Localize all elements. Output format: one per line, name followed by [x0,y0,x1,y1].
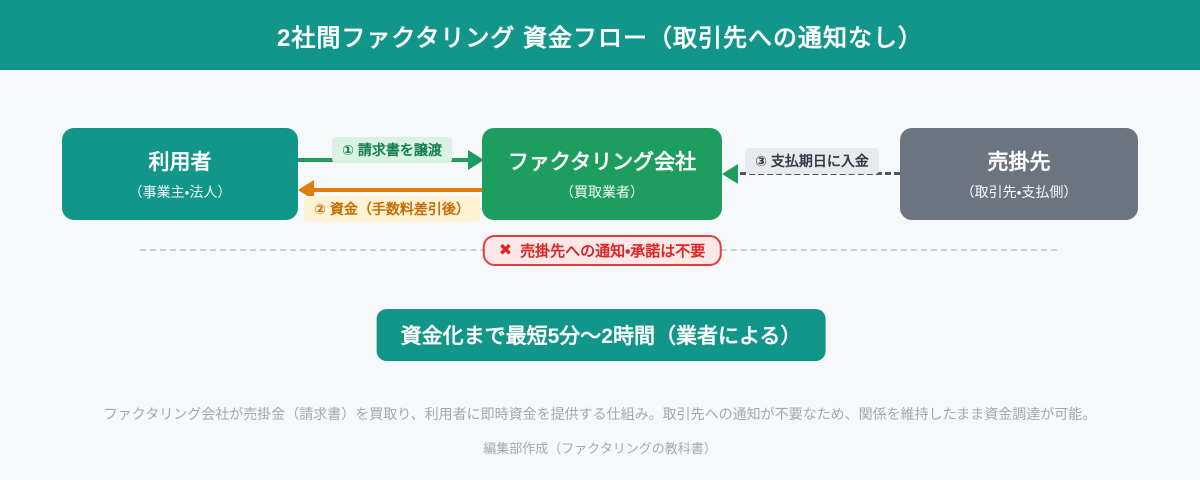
notice-text: 売掛先への通知・承諾は不要 [520,243,706,260]
box-debtor: 売掛先 （取引先・支払側） [900,128,1138,220]
box-user: 利用者 （事業主・法人） [62,128,298,220]
box-debtor-subtitle: （取引先・支払側） [960,184,1078,200]
notice-badge: ✖ 売掛先への通知・承諾は不要 [482,235,722,266]
box-factoring-title: ファクタリング会社 [507,151,697,174]
flow3-arrowhead-left-icon [722,164,738,184]
flow2-arrowhead-left-icon [298,180,314,200]
flow3-label: ③ 支払期日に入金 [745,148,879,174]
box-user-title: 利用者 [148,151,212,174]
flow1-arrowhead-right-icon [468,150,484,170]
box-factoring-company: ファクタリング会社 （買取業者） [482,128,722,220]
page-title: 2社間ファクタリング 資金フロー（取引先への通知なし） [276,24,924,52]
cross-icon: ✖ [498,241,513,259]
flow2-label: ② 資金（手数料差引後） [304,196,480,222]
title-bar: 2社間ファクタリング 資金フロー（取引先への通知なし） [0,0,1200,70]
flow1-label: ① 請求書を譲渡 [332,137,452,163]
box-user-subtitle: （事業主・法人） [128,184,232,200]
footer-credit: 編集部作成（ファクタリングの教科書） [483,441,717,456]
box-debtor-title: 売掛先 [987,151,1051,174]
flow2-arrow-line [314,188,482,192]
highlight-pill: 資金化まで最短5分〜2時間（業者による） [376,309,826,361]
footer-description: ファクタリング会社が売掛金（請求書）を買取り、利用者に即時資金を提供する仕組み。… [103,406,1097,422]
box-factoring-subtitle: （買取業者） [560,184,644,200]
